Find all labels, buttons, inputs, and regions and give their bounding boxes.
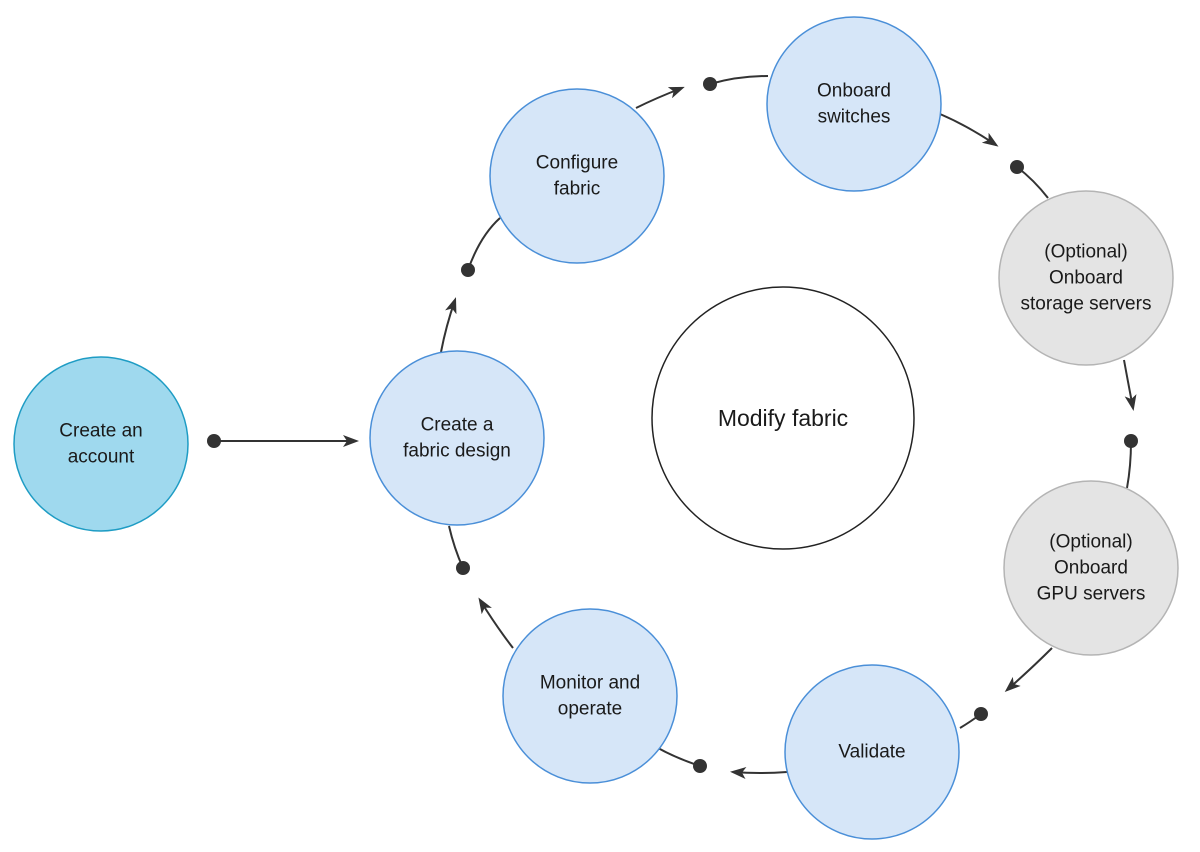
connector-dot: [461, 263, 475, 277]
connector-dot: [1124, 434, 1138, 448]
center-node: Modify fabric: [651, 286, 915, 550]
connector-gpu-tail: [1126, 440, 1132, 489]
node-label: storage servers: [1021, 294, 1152, 315]
node-label: GPU servers: [1037, 584, 1146, 605]
connector-dot: [974, 707, 988, 721]
node-label: Onboard: [817, 81, 891, 102]
node-circle: [998, 190, 1174, 366]
node-onboard-storage: (Optional) Onboard storage servers: [998, 190, 1174, 366]
node-validate: Validate: [784, 664, 960, 840]
connector-dot: [1010, 160, 1024, 174]
node-label: fabric design: [403, 441, 511, 462]
connector-dot: [703, 77, 717, 91]
node-circle: [369, 350, 545, 526]
node-label: Onboard: [1049, 268, 1123, 289]
node-label: fabric: [554, 179, 600, 200]
node-label: Monitor and: [540, 673, 640, 694]
workflow-nodes: Create an account Create a fabric design Con…: [13, 16, 1179, 840]
connector-storage-to-gpu: [1123, 359, 1137, 411]
node-create-account: Create an account: [13, 356, 189, 532]
node-configure-fabric: Configure fabric: [489, 88, 665, 264]
node-label: Create a: [421, 415, 494, 436]
connector-switches-tail: [709, 75, 769, 85]
node-circle: [489, 88, 665, 264]
connector-monitor-to-design: [478, 597, 514, 649]
connector-gpu-to-validate: [1004, 647, 1053, 692]
node-circle: [1003, 480, 1179, 656]
node-label: Configure: [536, 153, 618, 174]
connectors: [207, 75, 1138, 779]
node-circle: [766, 16, 942, 192]
connector-validate-to-monitor: [730, 766, 788, 779]
node-label: Onboard: [1054, 558, 1128, 579]
node-label: (Optional): [1049, 532, 1132, 553]
connector-dot: [456, 561, 470, 575]
connector-configure-to-switches: [635, 86, 685, 109]
node-circle: [13, 356, 189, 532]
node-label: Create an: [59, 421, 142, 442]
node-circle: [502, 608, 678, 784]
connector-design-to-configure: [440, 297, 457, 353]
center-label: Modify fabric: [718, 405, 848, 431]
node-label: (Optional): [1044, 242, 1127, 263]
node-label: Validate: [838, 742, 905, 763]
connector-dot: [693, 759, 707, 773]
node-onboard-switches: Onboard switches: [766, 16, 942, 192]
connector-dot: [207, 434, 221, 448]
connector-switches-to-storage: [939, 113, 999, 147]
node-label: switches: [818, 107, 891, 128]
node-label: account: [68, 447, 135, 468]
node-circle: [784, 664, 960, 840]
node-fabric-design: Create a fabric design: [369, 350, 545, 526]
center-circle: [651, 286, 915, 550]
node-monitor-operate: Monitor and operate: [502, 608, 678, 784]
node-label: operate: [558, 699, 622, 720]
connector-configure-tail: [467, 217, 501, 271]
